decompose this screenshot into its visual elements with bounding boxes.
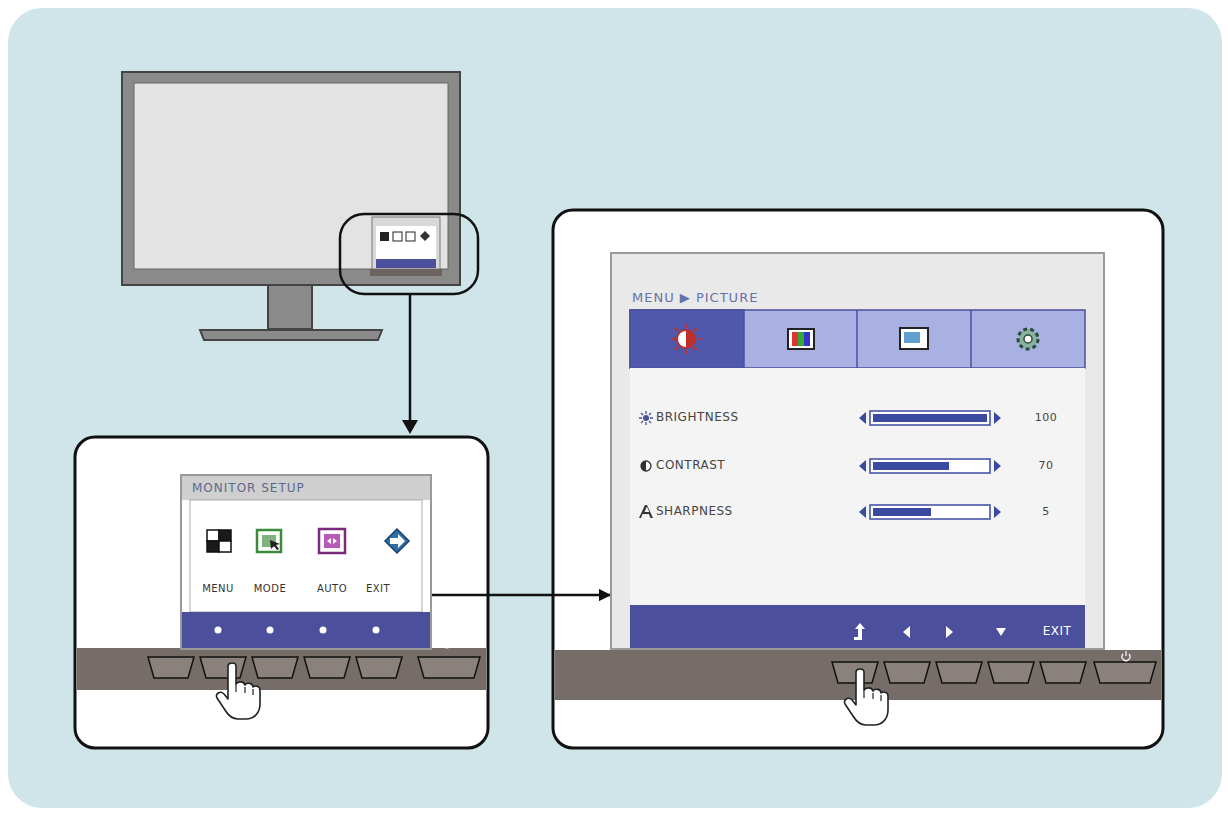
- setting-name: BRIGHTNESS: [656, 410, 739, 424]
- osd-monitor-setup: [180, 474, 432, 650]
- setting-name: CONTRAST: [656, 458, 725, 472]
- setting-value: 70: [1039, 459, 1054, 472]
- menu-title: MENU ▶ PICTURE: [632, 290, 1083, 305]
- button-label: EXIT: [1043, 624, 1072, 638]
- setting-value: 5: [1042, 505, 1050, 518]
- button-bar: [77, 638, 486, 690]
- pointing-hand: [845, 669, 888, 725]
- button-label: MODE: [254, 583, 287, 594]
- monitor: [122, 72, 478, 340]
- button-label: AUTO: [317, 583, 347, 594]
- pointing-hand: [217, 663, 260, 719]
- zoom-panel: [553, 210, 1163, 748]
- osd-window: MENU ▶ PICTURE: [610, 252, 1105, 650]
- osd-picture-menu: [610, 252, 1105, 650]
- osd-window: MONITOR SETUP: [180, 474, 432, 650]
- zoom-panel: [75, 437, 488, 748]
- menu-title: MONITOR SETUP: [192, 481, 420, 495]
- flow-arrow: [432, 594, 610, 597]
- setting-name: SHARPNESS: [656, 504, 733, 518]
- button-label: EXIT: [366, 583, 390, 594]
- button-label: MENU: [202, 583, 234, 594]
- background-panel: [8, 8, 1222, 808]
- setting-value: 100: [1035, 411, 1058, 424]
